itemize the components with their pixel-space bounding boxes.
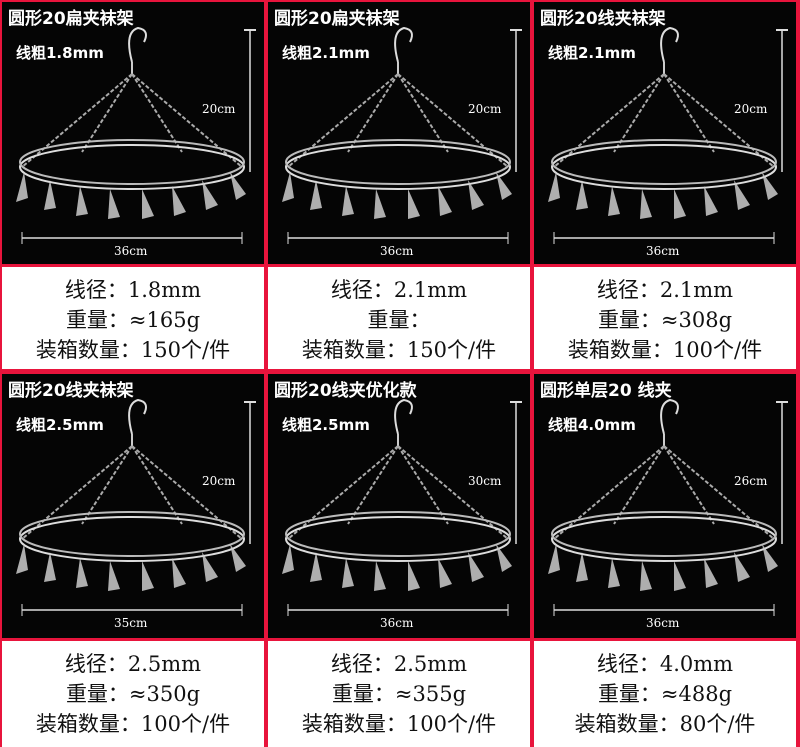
product-specs: 线径：2.5mm 重量：≈350g 装箱数量：100个/件 — [2, 641, 264, 747]
hanger-illustration — [548, 398, 788, 616]
product-title: 圆形20扁夹袜架 — [8, 9, 134, 29]
height-dimension: 26cm — [734, 474, 768, 488]
product-photo: 圆形20扁夹袜架 线粗1.8mm 20cm 36cm — [2, 2, 264, 264]
spec-weight: 重量：≈308g — [597, 308, 733, 332]
height-dimension: 20cm — [734, 102, 768, 116]
spec-wire-diameter: 线径：2.5mm — [330, 652, 468, 676]
spec-wire-diameter: 线径：2.1mm — [330, 278, 468, 302]
wire-thickness-label: 线粗1.8mm — [16, 44, 104, 62]
spec-packing-quantity: 装箱数量：80个/件 — [574, 712, 756, 736]
product-specs: 线径：2.5mm 重量：≈355g 装箱数量：100个/件 — [268, 641, 530, 747]
product-title: 圆形20扁夹袜架 — [274, 9, 400, 29]
wire-thickness-label: 线粗4.0mm — [548, 416, 636, 434]
wire-thickness-label: 线粗2.5mm — [16, 416, 104, 434]
spec-weight: 重量：≈165g — [65, 308, 201, 332]
spec-packing-quantity: 装箱数量：150个/件 — [35, 338, 231, 362]
wire-thickness-label: 线粗2.1mm — [282, 44, 370, 62]
product-photo: 圆形单层20 线夹 线粗4.0mm 26cm 36cm — [534, 374, 796, 638]
hanger-illustration — [548, 26, 788, 244]
width-dimension: 36cm — [114, 244, 148, 258]
height-dimension: 20cm — [468, 102, 502, 116]
height-dimension: 20cm — [202, 102, 236, 116]
spec-wire-diameter: 线径：2.1mm — [596, 278, 734, 302]
product-specs: 线径：1.8mm 重量：≈165g 装箱数量：150个/件 — [2, 267, 264, 369]
spec-packing-quantity: 装箱数量：100个/件 — [301, 712, 497, 736]
hanger-illustration — [16, 26, 256, 244]
spec-weight: 重量： — [367, 308, 431, 332]
spec-wire-diameter: 线径：1.8mm — [64, 278, 202, 302]
product-title: 圆形20线夹优化款 — [274, 381, 417, 401]
wire-thickness-label: 线粗2.1mm — [548, 44, 636, 62]
product-photo: 圆形20线夹优化款 线粗2.5mm 30cm 36cm — [268, 374, 530, 638]
spec-packing-quantity: 装箱数量：150个/件 — [301, 338, 497, 362]
product-specs: 线径：4.0mm 重量：≈488g 装箱数量：80个/件 — [534, 641, 796, 747]
spec-weight: 重量：≈488g — [597, 682, 733, 706]
product-photo: 圆形20扁夹袜架 线粗2.1mm 20cm 36cm — [268, 2, 530, 264]
height-dimension: 30cm — [468, 474, 502, 488]
hanger-illustration — [282, 26, 522, 244]
product-specs: 线径：2.1mm 重量：≈308g 装箱数量：100个/件 — [534, 267, 796, 369]
hanger-illustration — [282, 398, 522, 616]
product-specs: 线径：2.1mm 重量： 装箱数量：150个/件 — [268, 267, 530, 369]
spec-packing-quantity: 装箱数量：100个/件 — [35, 712, 231, 736]
height-dimension: 20cm — [202, 474, 236, 488]
width-dimension: 36cm — [380, 244, 414, 258]
width-dimension: 36cm — [380, 616, 414, 630]
wire-thickness-label: 线粗2.5mm — [282, 416, 370, 434]
hanger-illustration — [16, 398, 256, 616]
spec-weight: 重量：≈350g — [65, 682, 201, 706]
spec-wire-diameter: 线径：2.5mm — [64, 652, 202, 676]
spec-weight: 重量：≈355g — [331, 682, 467, 706]
product-photo: 圆形20线夹袜架 线粗2.1mm 20cm 36cm — [534, 2, 796, 264]
product-photo: 圆形20线夹袜架 线粗2.5mm 20cm 35cm — [2, 374, 264, 638]
width-dimension: 35cm — [114, 616, 148, 630]
spec-wire-diameter: 线径：4.0mm — [596, 652, 734, 676]
product-title: 圆形单层20 线夹 — [540, 381, 672, 401]
width-dimension: 36cm — [646, 244, 680, 258]
spec-packing-quantity: 装箱数量：100个/件 — [567, 338, 763, 362]
width-dimension: 36cm — [646, 616, 680, 630]
product-title: 圆形20线夹袜架 — [540, 9, 666, 29]
product-title: 圆形20线夹袜架 — [8, 381, 134, 401]
